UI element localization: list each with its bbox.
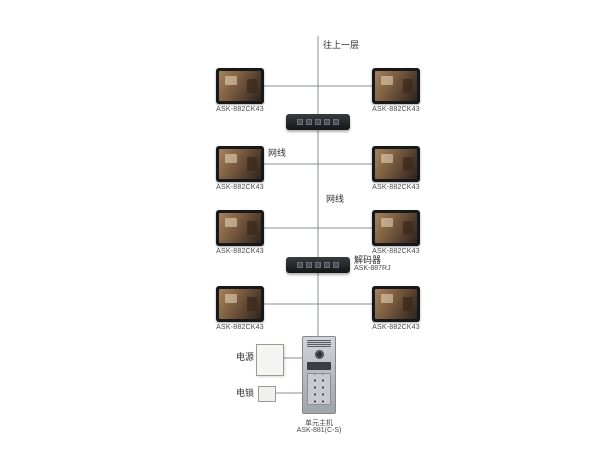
switch-port: [306, 262, 312, 268]
lock-label: 电锁: [236, 388, 255, 398]
indoor-monitor: [372, 210, 420, 246]
indoor-monitor: [216, 146, 264, 182]
network-cable-label: 网线: [326, 194, 345, 204]
switch-port: [315, 262, 321, 268]
switch-port: [297, 262, 303, 268]
keypad: [307, 373, 331, 405]
decoder-name-label: 解码器: [354, 255, 382, 265]
network-cable-label: 网线: [268, 148, 287, 158]
indoor-monitor: [372, 68, 420, 104]
monitor-model-label: ASK-882CK43: [372, 324, 420, 331]
monitor-screen: [219, 289, 261, 319]
decoder-model-label: ASK-887RJ: [354, 265, 391, 272]
decoder-switch: [286, 257, 350, 273]
power-label: 电源: [236, 352, 255, 362]
network-switch: [286, 114, 350, 130]
monitor-screen: [375, 213, 417, 243]
monitor-screen: [375, 289, 417, 319]
power-supply-box: [256, 344, 284, 376]
monitor-screen: [375, 149, 417, 179]
door-model-label: ASK-881(C-S): [296, 427, 342, 434]
monitor-screen: [219, 71, 261, 101]
indoor-monitor: [372, 146, 420, 182]
switch-port: [324, 119, 330, 125]
switch-port: [315, 119, 321, 125]
monitor-model-label: ASK-882CK43: [216, 248, 264, 255]
indoor-monitor: [216, 68, 264, 104]
speaker-grille: [307, 340, 331, 347]
switch-port: [306, 119, 312, 125]
monitor-model-label: ASK-882CK43: [216, 106, 264, 113]
indoor-monitor: [216, 210, 264, 246]
riser-label: 往上一层: [323, 40, 360, 50]
door-name-label: 单元主机: [305, 420, 333, 427]
switch-port: [297, 119, 303, 125]
camera-lens-icon: [314, 350, 324, 359]
electric-lock-box: [258, 386, 276, 402]
switch-port: [333, 119, 339, 125]
monitor-model-label: ASK-882CK43: [372, 184, 420, 191]
monitor-model-label: ASK-882CK43: [372, 106, 420, 113]
monitor-model-label: ASK-882CK43: [216, 184, 264, 191]
monitor-screen: [375, 71, 417, 101]
switch-port: [324, 262, 330, 268]
indoor-monitor: [216, 286, 264, 322]
monitor-model-label: ASK-882CK43: [216, 324, 264, 331]
name-plate: [307, 362, 331, 370]
door-station: [302, 336, 336, 414]
indoor-monitor: [372, 286, 420, 322]
monitor-screen: [219, 213, 261, 243]
switch-port: [333, 262, 339, 268]
monitor-screen: [219, 149, 261, 179]
monitor-model-label: ASK-882CK43: [372, 248, 420, 255]
